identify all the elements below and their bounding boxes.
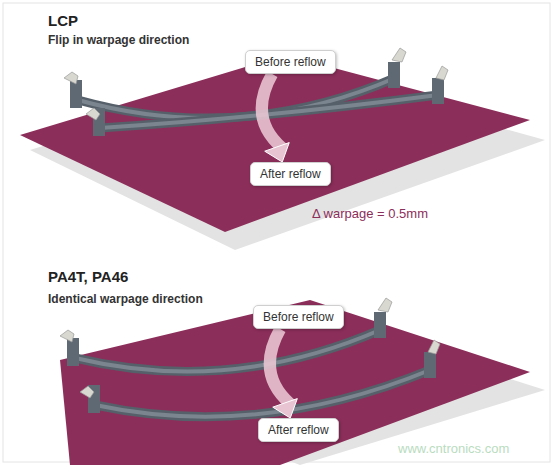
panel-heading: PA4T, PA46 [48,268,128,285]
stage-label-box: After reflow [258,418,339,442]
box-text: After reflow [259,419,338,441]
box-text: Before reflow [254,306,343,328]
dimension-note: Δ warpage = 0.5mm [312,206,428,221]
box-text: After reflow [251,163,330,185]
reflow-arrow [262,74,289,162]
watermark: www.cntronics.com [398,441,509,456]
reflow-arrow [270,329,298,418]
panel-heading: LCP [48,12,78,29]
stage-label-box: After reflow [250,162,331,186]
box-text: Before reflow [246,51,335,73]
panel-heading: Flip in warpage direction [48,33,189,47]
panel-heading: Identical warpage direction [48,292,203,306]
stage-label-box: Before reflow [245,50,336,74]
stage-label-box: Before reflow [253,305,344,329]
